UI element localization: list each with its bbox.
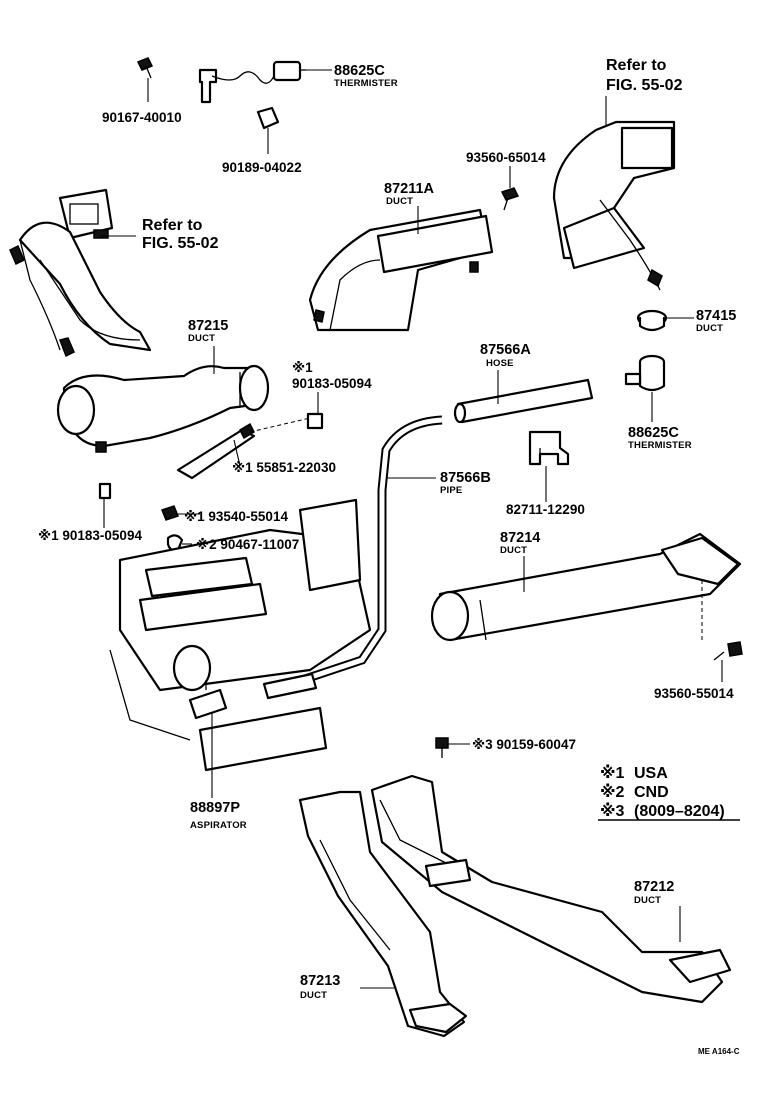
label-duct-87214-name: DUCT — [500, 545, 527, 556]
screw-right-part — [713, 641, 743, 661]
duct-87211a-part — [308, 208, 494, 332]
clamp-part — [528, 430, 570, 466]
hose-87566a-part — [453, 378, 594, 424]
pipe-87566b-part — [262, 415, 443, 700]
label-nut-left: ※1 90183-05094 — [38, 528, 142, 543]
label-thermister-top-pn: 88625C — [334, 63, 385, 79]
label-duct-87212-name: DUCT — [634, 895, 661, 906]
heater-unit-part — [109, 498, 372, 772]
label-duct-87213-pn: 87213 — [300, 973, 340, 989]
label-duct-87215-pn: 87215 — [188, 318, 228, 334]
label-refer-right-1: Refer to — [606, 57, 667, 74]
bolt-icon — [136, 57, 154, 79]
duct-87212-part — [370, 774, 732, 1004]
legend-text-1: USA — [634, 765, 668, 782]
label-thermister-top-name: THERMISTER — [334, 78, 398, 89]
clip-part — [256, 106, 280, 130]
label-screw-93560-right: 93560-55014 — [654, 686, 734, 701]
label-hose-87566a-name: HOSE — [486, 358, 514, 369]
label-clip-90467: ※2 90467-11007 — [196, 537, 299, 552]
legend-mark-1: ※1 — [600, 764, 625, 782]
legend-mark-2: ※2 — [600, 783, 625, 801]
label-hose-87566a-pn: 87566A — [480, 342, 531, 358]
right-vent-assembly — [552, 120, 676, 291]
cap-87415-part — [636, 309, 668, 332]
thermister-right-part — [624, 354, 666, 392]
label-screw-93560-top: 93560-65014 — [466, 150, 546, 165]
label-thermister-right-name: THERMISTER — [628, 440, 692, 451]
label-clamp-82711: 82711-12290 — [506, 502, 585, 517]
leader-lines — [100, 69, 740, 989]
label-duct-87415-name: DUCT — [696, 323, 723, 334]
screw-top-part — [500, 187, 520, 211]
aspirator-part — [188, 680, 228, 720]
label-duct-87415-pn: 87415 — [696, 308, 736, 324]
label-aspirator-pn: 88897P — [190, 800, 240, 816]
label-clip-90189: 90189-04022 — [222, 160, 302, 175]
nut-part-left — [98, 482, 112, 500]
footer-code: ME A164-C — [698, 1047, 740, 1056]
label-duct-87214-pn: 87214 — [500, 530, 540, 546]
label-screw-93540: ※1 93540-55014 — [184, 509, 288, 524]
label-duct-87212-pn: 87212 — [634, 879, 674, 895]
label-refer-right-2: FIG. 55-02 — [606, 77, 683, 94]
callout-labels: 90167-40010 88625C THERMISTER 90189-0402… — [38, 57, 740, 1056]
screw-93540-part — [161, 505, 179, 521]
label-refer-left-1: Refer to — [142, 217, 203, 234]
duct-87213-part — [298, 790, 468, 1038]
label-duct-87215-name: DUCT — [188, 333, 215, 344]
legend: ※1 USA ※2 CND ※3 (8009–8204) — [600, 764, 725, 820]
duct-87214-part — [430, 532, 742, 642]
label-pipe-87566b-pn: 87566B — [440, 470, 491, 486]
label-refer-left-2: FIG. 55-02 — [142, 235, 219, 252]
label-aspirator-name: ASPIRATOR — [190, 820, 247, 831]
label-duct-87211a-pn: 87211A — [384, 181, 435, 197]
label-duct-87211a-name: DUCT — [386, 196, 413, 207]
legend-text-2: CND — [634, 784, 669, 801]
nut-part-right — [306, 412, 324, 430]
label-bracket-55851: ※1 55851-22030 — [232, 460, 336, 475]
label-bolt-90167: 90167-40010 — [102, 110, 182, 125]
label-duct-87213-name: DUCT — [300, 990, 327, 1001]
label-nut-usa-pn: 90183-05094 — [292, 376, 372, 391]
label-pipe-87566b-name: PIPE — [440, 485, 462, 496]
label-thermister-right-pn: 88625C — [628, 425, 679, 441]
label-nut-usa-mark: ※1 — [292, 360, 313, 375]
left-vent-assembly — [9, 188, 152, 358]
screw-90159-part — [435, 737, 449, 758]
thermister-top-part — [198, 60, 306, 104]
duct-87215-part — [56, 364, 270, 453]
label-screw-90159: ※3 90159-60047 — [472, 737, 576, 752]
legend-mark-3: ※3 — [600, 802, 625, 820]
legend-text-3: (8009–8204) — [634, 803, 725, 820]
